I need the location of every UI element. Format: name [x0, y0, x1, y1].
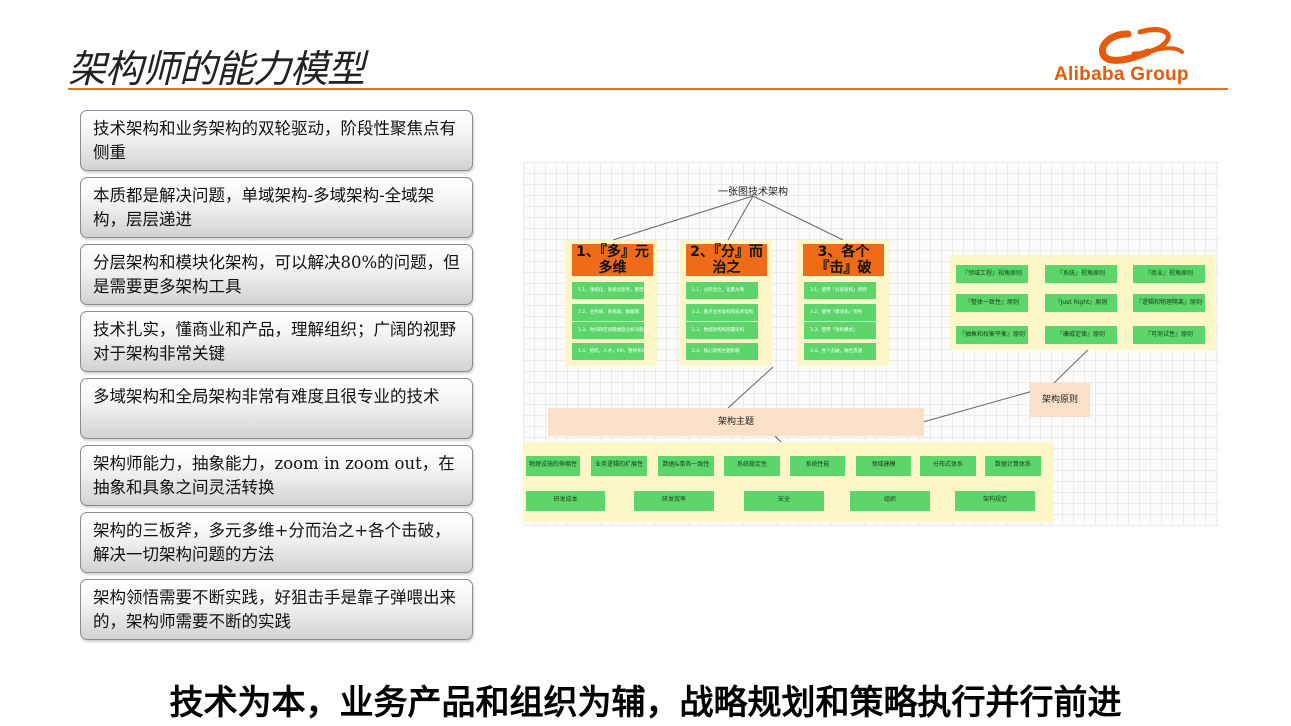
theme-item: 安全: [744, 491, 824, 511]
insight-card: 技术扎实，懂商业和产品，理解组织；广阔的视野对于架构非常关键: [80, 311, 473, 372]
theme-item: 研发成本: [526, 491, 605, 511]
pillar-item: 1.1、领域化，系统化思考，重塑: [572, 282, 644, 299]
principle-item: 『整体一致性』原则: [956, 294, 1028, 312]
alibaba-logo: Alibaba Group: [1050, 24, 1230, 86]
pillar-item: 2.3、数据架构和部署架构: [686, 322, 758, 339]
theme-item: 业务逻辑的扩展性: [591, 456, 647, 476]
principle-item: 『康威定律』原则: [1045, 326, 1117, 344]
pillar-item: 1.3、时间和空间两维度分析问题: [572, 322, 644, 339]
pillar-title: 1、『多』元多维: [572, 244, 653, 276]
insight-card: 分层架构和模块化架构，可以解决80%的问题，但是需要更多架构工具: [80, 244, 473, 305]
pillar-item: 2.1、分而治之，化繁为简: [686, 282, 758, 299]
pillar-item: 2.2、重点业务架构和技术架构: [686, 304, 758, 321]
logo-wordmark: Alibaba Group: [1054, 64, 1189, 85]
pillar-item: 3.2、使用『模块化』架构: [804, 304, 876, 321]
principle-item: 『系统』视角原则: [1045, 265, 1117, 283]
principle-item: 『抽象和权衡平衡』原则: [956, 326, 1028, 344]
pillar-title: 3、各个『击』破: [803, 244, 884, 276]
pillar-item: 1.4、组织，人才，KPI，整体布局: [572, 343, 644, 360]
insight-card: 多域架构和全局架构非常有难度且很专业的技术: [80, 378, 473, 439]
pillar-item: 3.4、各个击破，融合贯通: [804, 343, 876, 360]
architecture-diagram: 一张图技术架构 1、『多』元多维 1.1、领域化，系统化思考，重塑 1.2、业务…: [523, 162, 1219, 526]
page-title: 架构师的能力模型: [68, 47, 365, 91]
alibaba-smile-icon: [1099, 27, 1184, 64]
theme-item: 数据计算体系: [985, 456, 1041, 476]
insight-card: 本质都是解决问题，单域架构-多域架构-全域架构，层层递进: [80, 177, 473, 238]
themes-label: 架构主题: [548, 408, 924, 436]
pillar-item: 2.4、核心架构主题拆解: [686, 343, 758, 360]
pillar-title: 2、『分』而治之: [686, 244, 767, 276]
insight-card: 架构师能力，抽象能力，zoom in zoom out，在抽象和具象之间灵活转换: [80, 445, 473, 506]
theme-item: 物理设施的伸缩性: [526, 456, 580, 476]
summary-slogan: 技术为本，业务产品和组织为辅，战略规划和策略执行并行前进: [169, 683, 1122, 723]
theme-item: 分布式体系: [920, 456, 976, 476]
pillar-item: 3.1、使用『分层架构』原则: [804, 282, 876, 299]
diagram-title: 一张图技术架构: [718, 187, 788, 198]
theme-item: 数据&事务一致性: [658, 456, 714, 476]
theme-item: 系统稳定性: [724, 456, 780, 476]
principle-item: 『Just Right』原则: [1045, 294, 1117, 312]
pillar-item: 1.2、业务域，系统域，数据域: [572, 304, 644, 321]
principle-item: 『可测试性』原则: [1133, 326, 1205, 344]
theme-item: 组织: [850, 491, 930, 511]
theme-item: 架构规范: [955, 491, 1035, 511]
principle-item: 『商业』视角原则: [1133, 265, 1205, 283]
principle-item: 『领域工程』视角原则: [956, 265, 1028, 283]
pillar-item: 3.3、使用『架构模式』: [804, 322, 876, 339]
theme-item: 研发效率: [634, 491, 714, 511]
principle-item: 『逻辑和物理隔离』原则: [1133, 294, 1205, 312]
title-divider: [68, 88, 1228, 90]
theme-item: 系统性能: [790, 456, 845, 476]
insight-card: 架构的三板斧，多元多维+分而治之+各个击破，解决一切架构问题的方法: [80, 512, 473, 573]
insight-card: 架构领悟需要不断实践，好狙击手是靠子弹喂出来的，架构师需要不断的实践: [80, 579, 473, 640]
insight-card: 技术架构和业务架构的双轮驱动，阶段性聚焦点有侧重: [80, 110, 473, 171]
principles-label: 架构原则: [1030, 383, 1090, 417]
theme-item: 领域建模: [856, 456, 911, 476]
